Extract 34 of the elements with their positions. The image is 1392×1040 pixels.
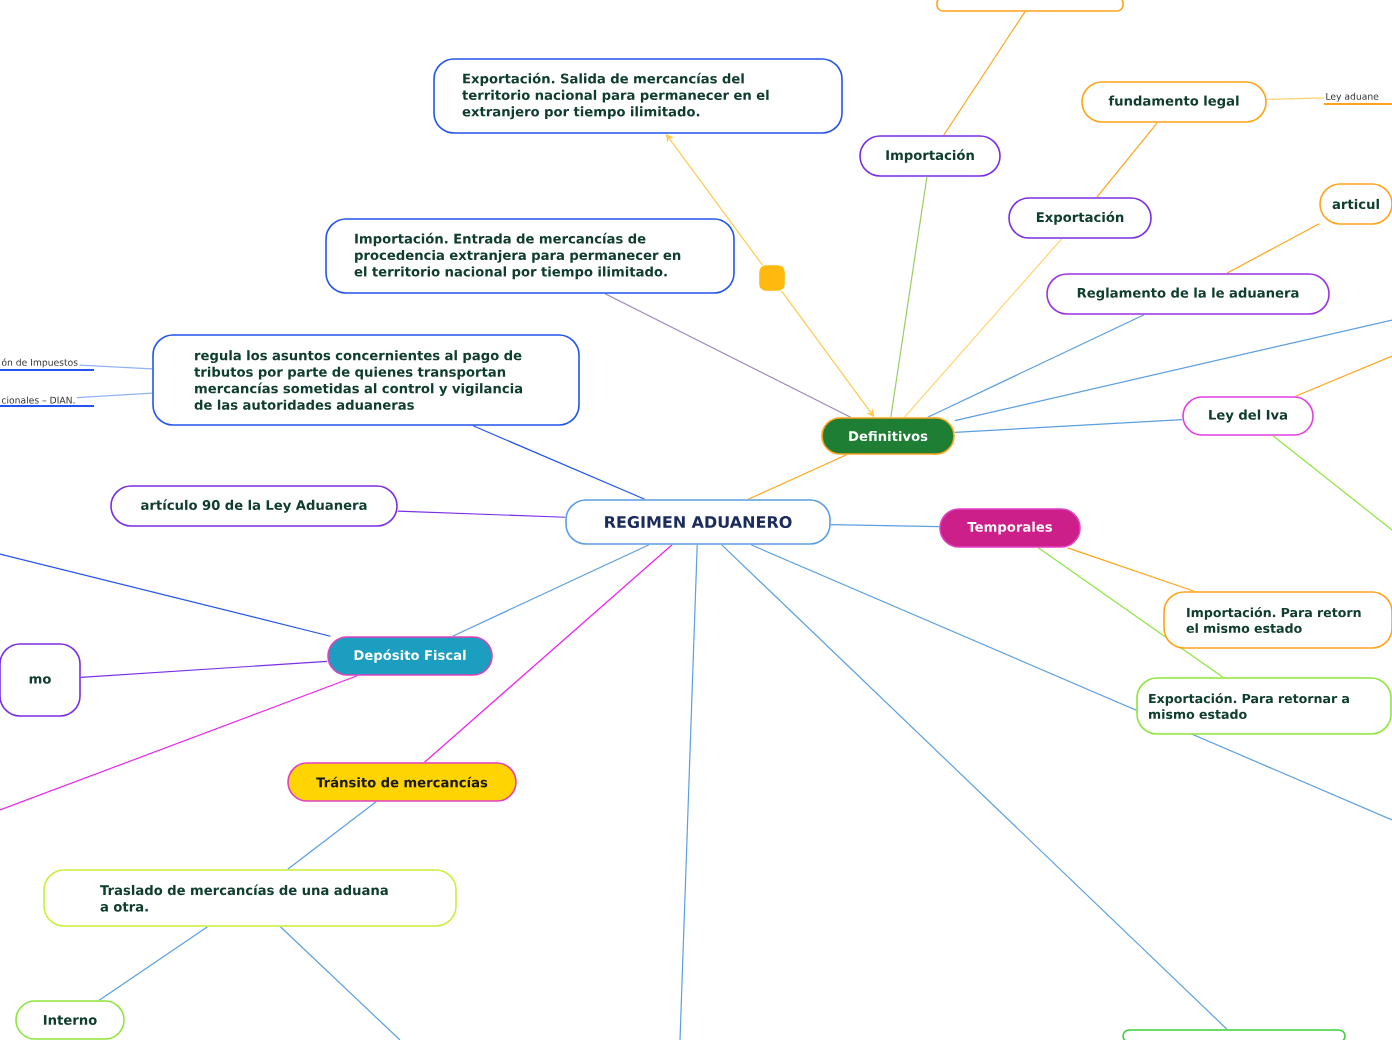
connector-line <box>397 510 566 518</box>
connector-line <box>98 926 209 1001</box>
connector-line <box>721 544 1228 1030</box>
connector-line <box>1266 97 1325 101</box>
connector-line <box>0 553 332 637</box>
connector-line <box>903 238 1063 418</box>
central-topic: REGIMEN ADUANERO <box>565 499 831 545</box>
connector-line <box>750 544 1392 821</box>
connector-line <box>78 364 153 370</box>
connector-line <box>954 319 1392 422</box>
connector-line <box>1096 122 1158 198</box>
connector-line <box>747 454 848 500</box>
connector-line <box>472 425 646 500</box>
connector-line <box>943 11 1026 136</box>
connector-line <box>279 926 401 1040</box>
connector-line <box>0 675 358 811</box>
topic-box <box>1122 1029 1346 1040</box>
connector-line <box>927 314 1145 418</box>
connector-line <box>890 176 928 418</box>
connector-line <box>954 419 1183 433</box>
connector-line <box>423 544 673 763</box>
connector-line <box>80 660 328 678</box>
connector-line <box>1294 355 1392 397</box>
connector-line <box>287 801 377 870</box>
connector-line <box>1226 223 1320 274</box>
topic-box <box>936 0 1124 12</box>
connector-line <box>1272 435 1392 531</box>
connector-line <box>76 392 153 399</box>
connector-line <box>1037 547 1224 678</box>
connector-line <box>830 523 940 528</box>
connector-line <box>604 293 852 418</box>
connector-line <box>451 544 650 637</box>
connector-line <box>1067 547 1195 592</box>
connector-line <box>679 544 698 1040</box>
